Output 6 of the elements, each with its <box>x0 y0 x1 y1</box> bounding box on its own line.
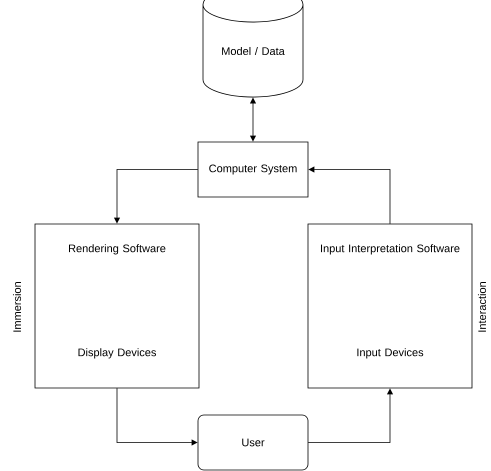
process-box: Computer System <box>198 142 308 198</box>
process-box: Rendering Software Display Devices <box>34 224 200 388</box>
database-cylinder: Model / Data <box>202 0 304 98</box>
process-box: Input Interpretation Software Input Devices <box>308 224 472 388</box>
side-label: Immersion <box>12 282 22 332</box>
rounded-box: User <box>198 414 308 470</box>
